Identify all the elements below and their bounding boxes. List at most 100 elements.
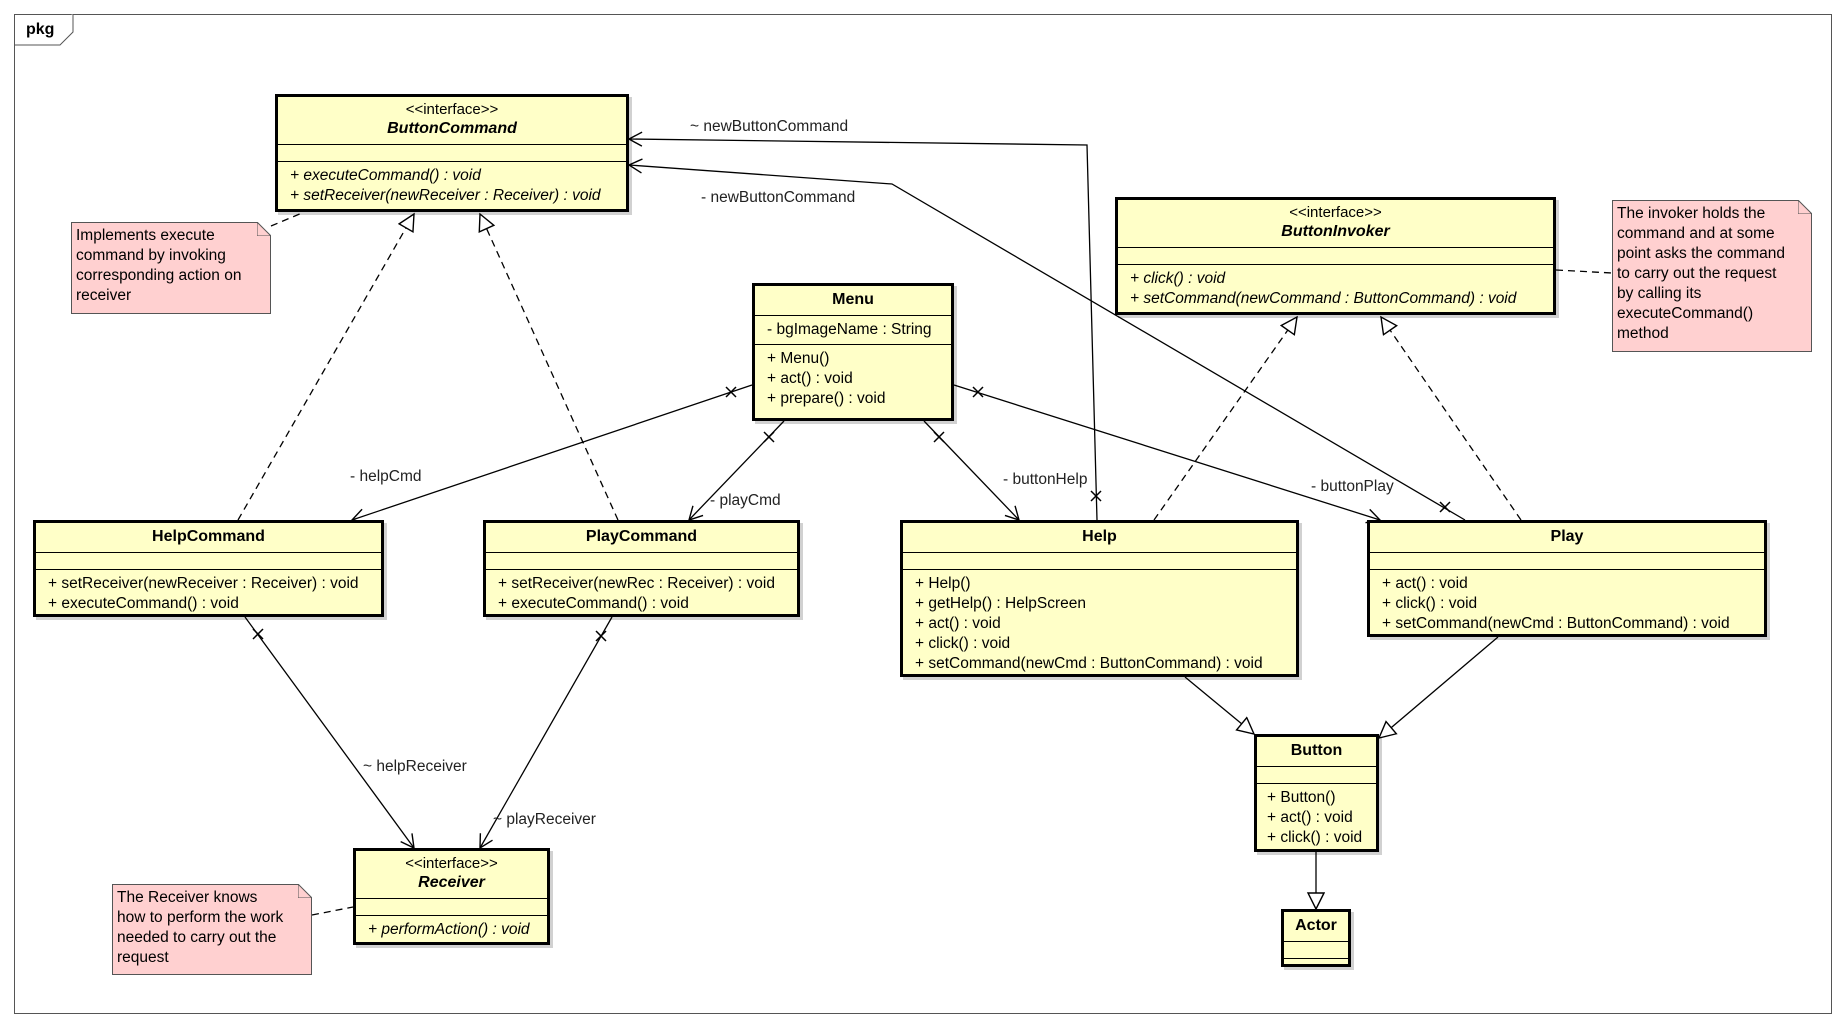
class-button-command[interactable]: <<interface>> ButtonCommand + executeCom… [275,94,629,212]
class-name: HelpCommand [152,528,265,545]
assoc-playcommand-receiver [479,616,613,850]
operation: + act() : void [1382,575,1468,592]
class-name: Play [1550,528,1584,545]
class-name: Help [1082,528,1117,545]
operation: + setReceiver(newReceiver : Receiver) : … [290,187,601,204]
note-line: command and at some [1617,225,1775,242]
class-help[interactable]: Help + Help() + getHelp() : HelpScreen +… [900,520,1299,677]
class-name: Menu [832,291,874,308]
operation: + setReceiver(newRec : Receiver) : void [498,575,775,592]
operation: + act() : void [767,370,853,387]
operations-section: + Button() + act() : void + click() : vo… [1257,784,1376,852]
operation: + setCommand(newCmd : ButtonCommand) : v… [915,655,1263,672]
note-line: point asks the command [1617,245,1786,262]
note-receiver[interactable]: The Receiver knows how to perform the wo… [112,884,312,975]
operations-section: + click() : void + setCommand(newCommand… [1118,265,1553,313]
operation: + act() : void [1267,809,1353,826]
generalization-play-button [1379,636,1499,738]
class-help-command[interactable]: HelpCommand + setReceiver(newReceiver : … [33,520,384,617]
operation: + click() : void [1382,595,1478,612]
class-name: ButtonCommand [387,120,517,137]
note-fold-icon [1798,200,1812,214]
label-new-button-command-tilde: ~ newButtonCommand [690,118,849,135]
attributes-section [486,553,797,570]
generalization-help-button [1184,676,1254,734]
label-help-cmd: - helpCmd [350,468,422,485]
stereotype: <<interface>> [405,101,499,118]
attributes-section [903,553,1296,570]
operation: + click() : void [915,635,1011,652]
end-cross-menu-buttonplay [972,386,984,398]
operations-section: + setReceiver(newRec : Receiver) : void … [486,570,797,618]
class-receiver[interactable]: <<interface>> Receiver + performAction()… [353,848,550,945]
stereotype: <<interface>> [1289,204,1382,221]
note-command[interactable]: Implements execute command by invoking c… [71,222,271,314]
note-line: how to perform the work [117,909,284,926]
note-line: to carry out the request [1617,265,1777,282]
note-anchor-command [270,212,303,227]
note-fold-icon [257,222,271,236]
operation: + executeCommand() : void [48,595,239,612]
note-fold-icon [298,884,312,898]
class-name: PlayCommand [585,528,698,545]
operation: + getHelp() : HelpScreen [915,595,1087,612]
note-anchor-invoker [1555,269,1613,274]
realization-help-buttoninvoker [1153,317,1297,521]
label-help-receiver: ~ helpReceiver [363,758,467,775]
note-line: needed to carry out the [117,929,277,946]
attributes-section [36,553,381,570]
label-button-help: - buttonHelp [1003,471,1088,488]
operation: + Button() [1267,789,1336,806]
assoc-helpcommand-receiver [244,616,415,850]
class-actor[interactable]: Actor [1281,909,1351,967]
realization-helpcommand-buttoncommand [237,214,414,521]
note-line: The Receiver knows [117,889,258,906]
operation: + Help() [915,575,971,592]
end-cross-menu-helpcmd [725,386,737,398]
end-cross-help-newbuttoncmd [1090,490,1102,502]
operation: + executeCommand() : void [290,167,481,184]
package-label: pkg [26,21,55,38]
class-name: Button [1290,742,1343,759]
attributes-section [1370,553,1764,570]
assoc-play-buttoncommand [627,158,1466,521]
note-line: executeCommand() [1617,305,1754,322]
note-line: request [117,949,169,966]
label-new-button-command-minus: - newButtonCommand [701,189,856,206]
attributes-section [1257,767,1376,784]
assoc-menu-play [953,384,1382,524]
label-play-receiver: ~ playReceiver [493,811,596,828]
operations-section: + setReceiver(newReceiver : Receiver) : … [36,570,381,618]
class-menu[interactable]: Menu - bgImageName : String + Menu() + a… [752,283,954,421]
end-cross-menu-buttonhelp [933,431,945,443]
operation: + Menu() [767,350,830,367]
note-line: command by invoking [76,247,226,264]
note-anchor-receiver [311,906,354,916]
operation: + setCommand(newCommand : ButtonCommand)… [1130,290,1517,307]
operation: + executeCommand() : void [498,595,689,612]
class-button[interactable]: Button + Button() + act() : void + click… [1254,734,1379,852]
class-button-invoker[interactable]: <<interface>> ButtonInvoker + click() : … [1115,197,1556,315]
label-play-cmd: - playCmd [710,492,781,509]
attributes-section [1284,942,1348,959]
attributes-section [278,145,626,162]
note-invoker[interactable]: The invoker holds the command and at som… [1612,200,1812,352]
operation: + act() : void [915,615,1001,632]
class-name: ButtonInvoker [1281,223,1390,240]
operations-section: + act() : void + click() : void + setCom… [1370,570,1764,638]
note-line: by calling its [1617,285,1702,302]
operations-section: + Help() + getHelp() : HelpScreen + act(… [903,570,1296,678]
stereotype: <<interface>> [405,855,498,872]
realization-playcommand-buttoncommand [480,214,619,521]
operation: + setCommand(newCmd : ButtonCommand) : v… [1382,615,1730,632]
note-line: receiver [76,287,132,304]
operation: + click() : void [1267,829,1363,846]
operation: + setReceiver(newReceiver : Receiver) : … [48,575,359,592]
class-play-command[interactable]: PlayCommand + setReceiver(newRec : Recei… [483,520,800,617]
package-frame-tab [14,14,74,46]
class-play[interactable]: Play + act() : void + click() : void + s… [1367,520,1767,637]
note-line: The invoker holds the [1617,205,1766,222]
realization-play-buttoninvoker [1381,317,1522,521]
